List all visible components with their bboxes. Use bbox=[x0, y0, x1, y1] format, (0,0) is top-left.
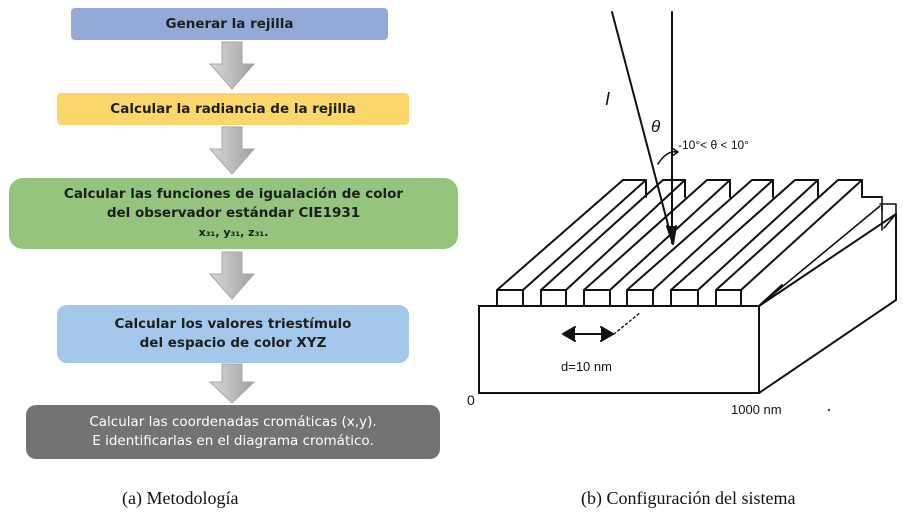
incident-ray bbox=[611, 11, 679, 245]
flow-arrow-2 bbox=[208, 126, 256, 175]
step-chromatic-line-1: Calcular las coordenadas cromáticas (x,y… bbox=[89, 414, 377, 430]
step-calculate-radiance-label: Calcular la radiancia de la rejilla bbox=[110, 100, 356, 117]
period-label: d=10 nm bbox=[561, 359, 612, 374]
flow-arrow-3 bbox=[208, 251, 256, 300]
angle-symbol: θ bbox=[651, 117, 661, 136]
step-generate-grating-label: Generar la rejilla bbox=[165, 15, 294, 32]
length-label: 1000 nm bbox=[731, 402, 782, 417]
step-generate-grating: Generar la rejilla bbox=[71, 8, 388, 40]
substrate-block bbox=[478, 213, 897, 394]
stray-dot bbox=[827, 408, 831, 412]
flow-arrow-1 bbox=[208, 41, 256, 90]
angle-range-label: -10°< θ < 10° bbox=[678, 138, 749, 152]
step-calculate-radiance: Calcular la radiancia de la rejilla bbox=[57, 93, 409, 125]
grating-system bbox=[478, 11, 897, 394]
caption-system-config: (b) Configuración del sistema bbox=[581, 488, 796, 508]
step-tristimulus-line-2: del espacio de color XYZ bbox=[139, 335, 327, 351]
intensity-label: I bbox=[605, 89, 610, 109]
step-color-matching-line-3: x₃₁, y₃₁, z₃₁. bbox=[198, 226, 269, 239]
step-chromatic-coordinates: Calcular las coordenadas cromáticas (x,y… bbox=[26, 405, 440, 459]
origin-label: 0 bbox=[467, 392, 475, 408]
grating-ridges bbox=[478, 179, 897, 307]
caption-methodology: (a) Metodología bbox=[122, 488, 239, 508]
step-color-matching-line-1: Calcular las funciones de igualación de … bbox=[63, 186, 404, 202]
step-chromatic-line-2: E identificarlas en el diagrama cromátic… bbox=[92, 433, 374, 449]
step-color-matching-functions: Calcular las funciones de igualación de … bbox=[9, 178, 458, 249]
step-tristimulus-line-1: Calcular los valores triestímulo bbox=[114, 316, 352, 332]
flow-arrow-4 bbox=[208, 363, 256, 404]
period-arrow bbox=[562, 311, 642, 342]
step-color-matching-line-2: del observador estándar CIE1931 bbox=[106, 205, 361, 221]
step-tristimulus-values: Calcular los valores triestímulo del esp… bbox=[57, 305, 409, 363]
